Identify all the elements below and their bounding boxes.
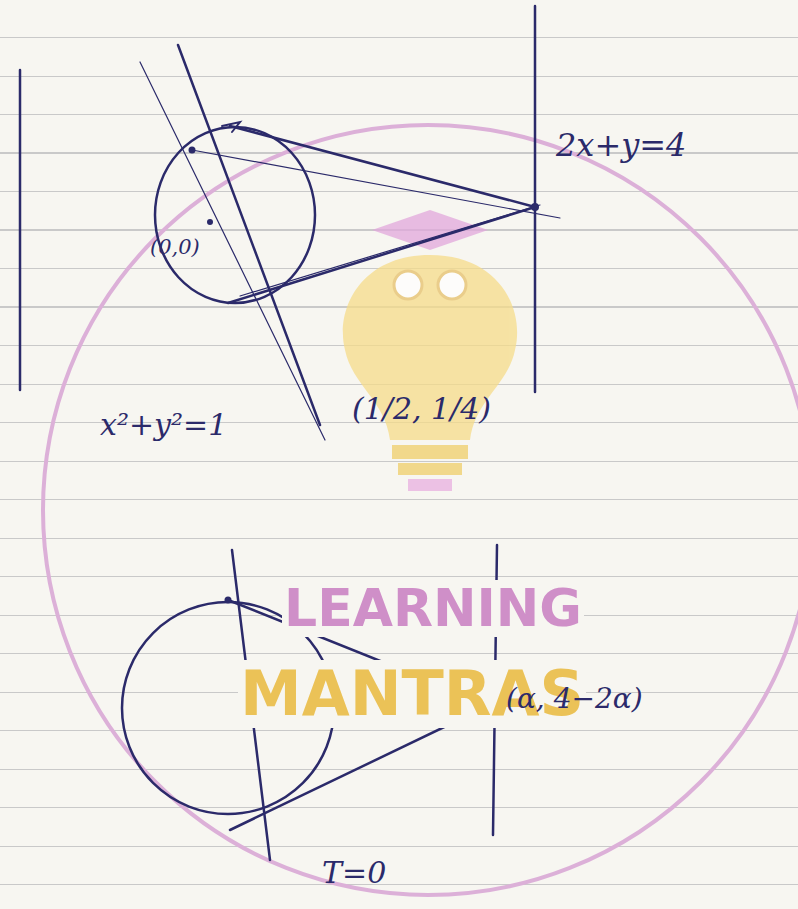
point-dot — [189, 147, 196, 154]
tangent-line — [192, 150, 560, 218]
chord-of-contact — [140, 62, 325, 440]
circle-equation: x²+y²=1 — [100, 408, 227, 441]
equation-label: T=0 — [322, 856, 386, 889]
point-dot — [531, 203, 539, 211]
tangent-line — [228, 207, 535, 303]
point-label: (1/2, 1/4) — [352, 392, 491, 425]
point-dot — [225, 597, 232, 604]
watermark-bulb — [343, 210, 517, 491]
point-label: (0,0) — [150, 236, 200, 259]
chord-of-contact — [178, 45, 320, 425]
centre-dot — [207, 219, 213, 225]
watermark-text: LEARNING — [282, 580, 584, 637]
tangent-line — [240, 205, 540, 296]
arrow-mark — [222, 122, 240, 132]
unit-circle — [155, 127, 315, 303]
vertical-line — [19, 70, 22, 390]
tangent-line — [230, 126, 535, 207]
line-2x-y-4 — [534, 6, 537, 392]
line-equation: 2x+y=4 — [556, 128, 686, 163]
watermark-ring — [43, 125, 798, 895]
point-label: (α, 4−2α) — [506, 684, 643, 715]
